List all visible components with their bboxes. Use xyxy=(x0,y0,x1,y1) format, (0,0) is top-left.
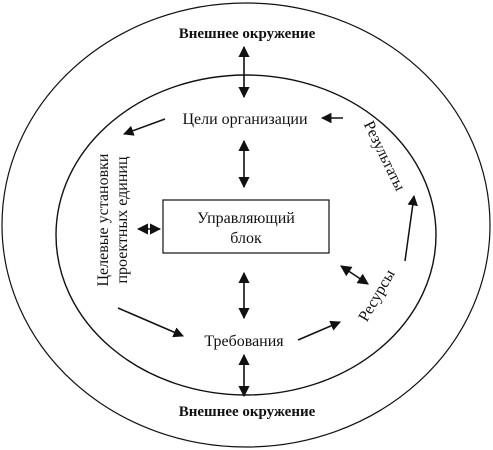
results-label: Результаты xyxy=(360,118,409,194)
arrow-targets-requirements xyxy=(117,307,184,338)
goals-label: Цели организации xyxy=(182,111,308,128)
targets-label-line1: Целевые установки xyxy=(95,153,112,286)
outer-bottom-label: Внешнее окружение xyxy=(179,404,316,420)
arrow-requirements-resources xyxy=(297,320,341,341)
control-block-line1: Управляющий xyxy=(197,210,295,227)
arrow-resources-results xyxy=(404,194,418,262)
arrow-control-resources xyxy=(340,265,369,285)
targets-label-line2: проектных единиц xyxy=(114,156,131,283)
requirements-label: Требования xyxy=(204,333,284,350)
outer-top-label: Внешнее окружение xyxy=(179,26,316,42)
arrow-goals-targets xyxy=(123,118,166,136)
control-block-line2: блок xyxy=(230,230,262,247)
control-block-box xyxy=(162,199,330,254)
resources-label: Ресурсы xyxy=(356,267,399,325)
